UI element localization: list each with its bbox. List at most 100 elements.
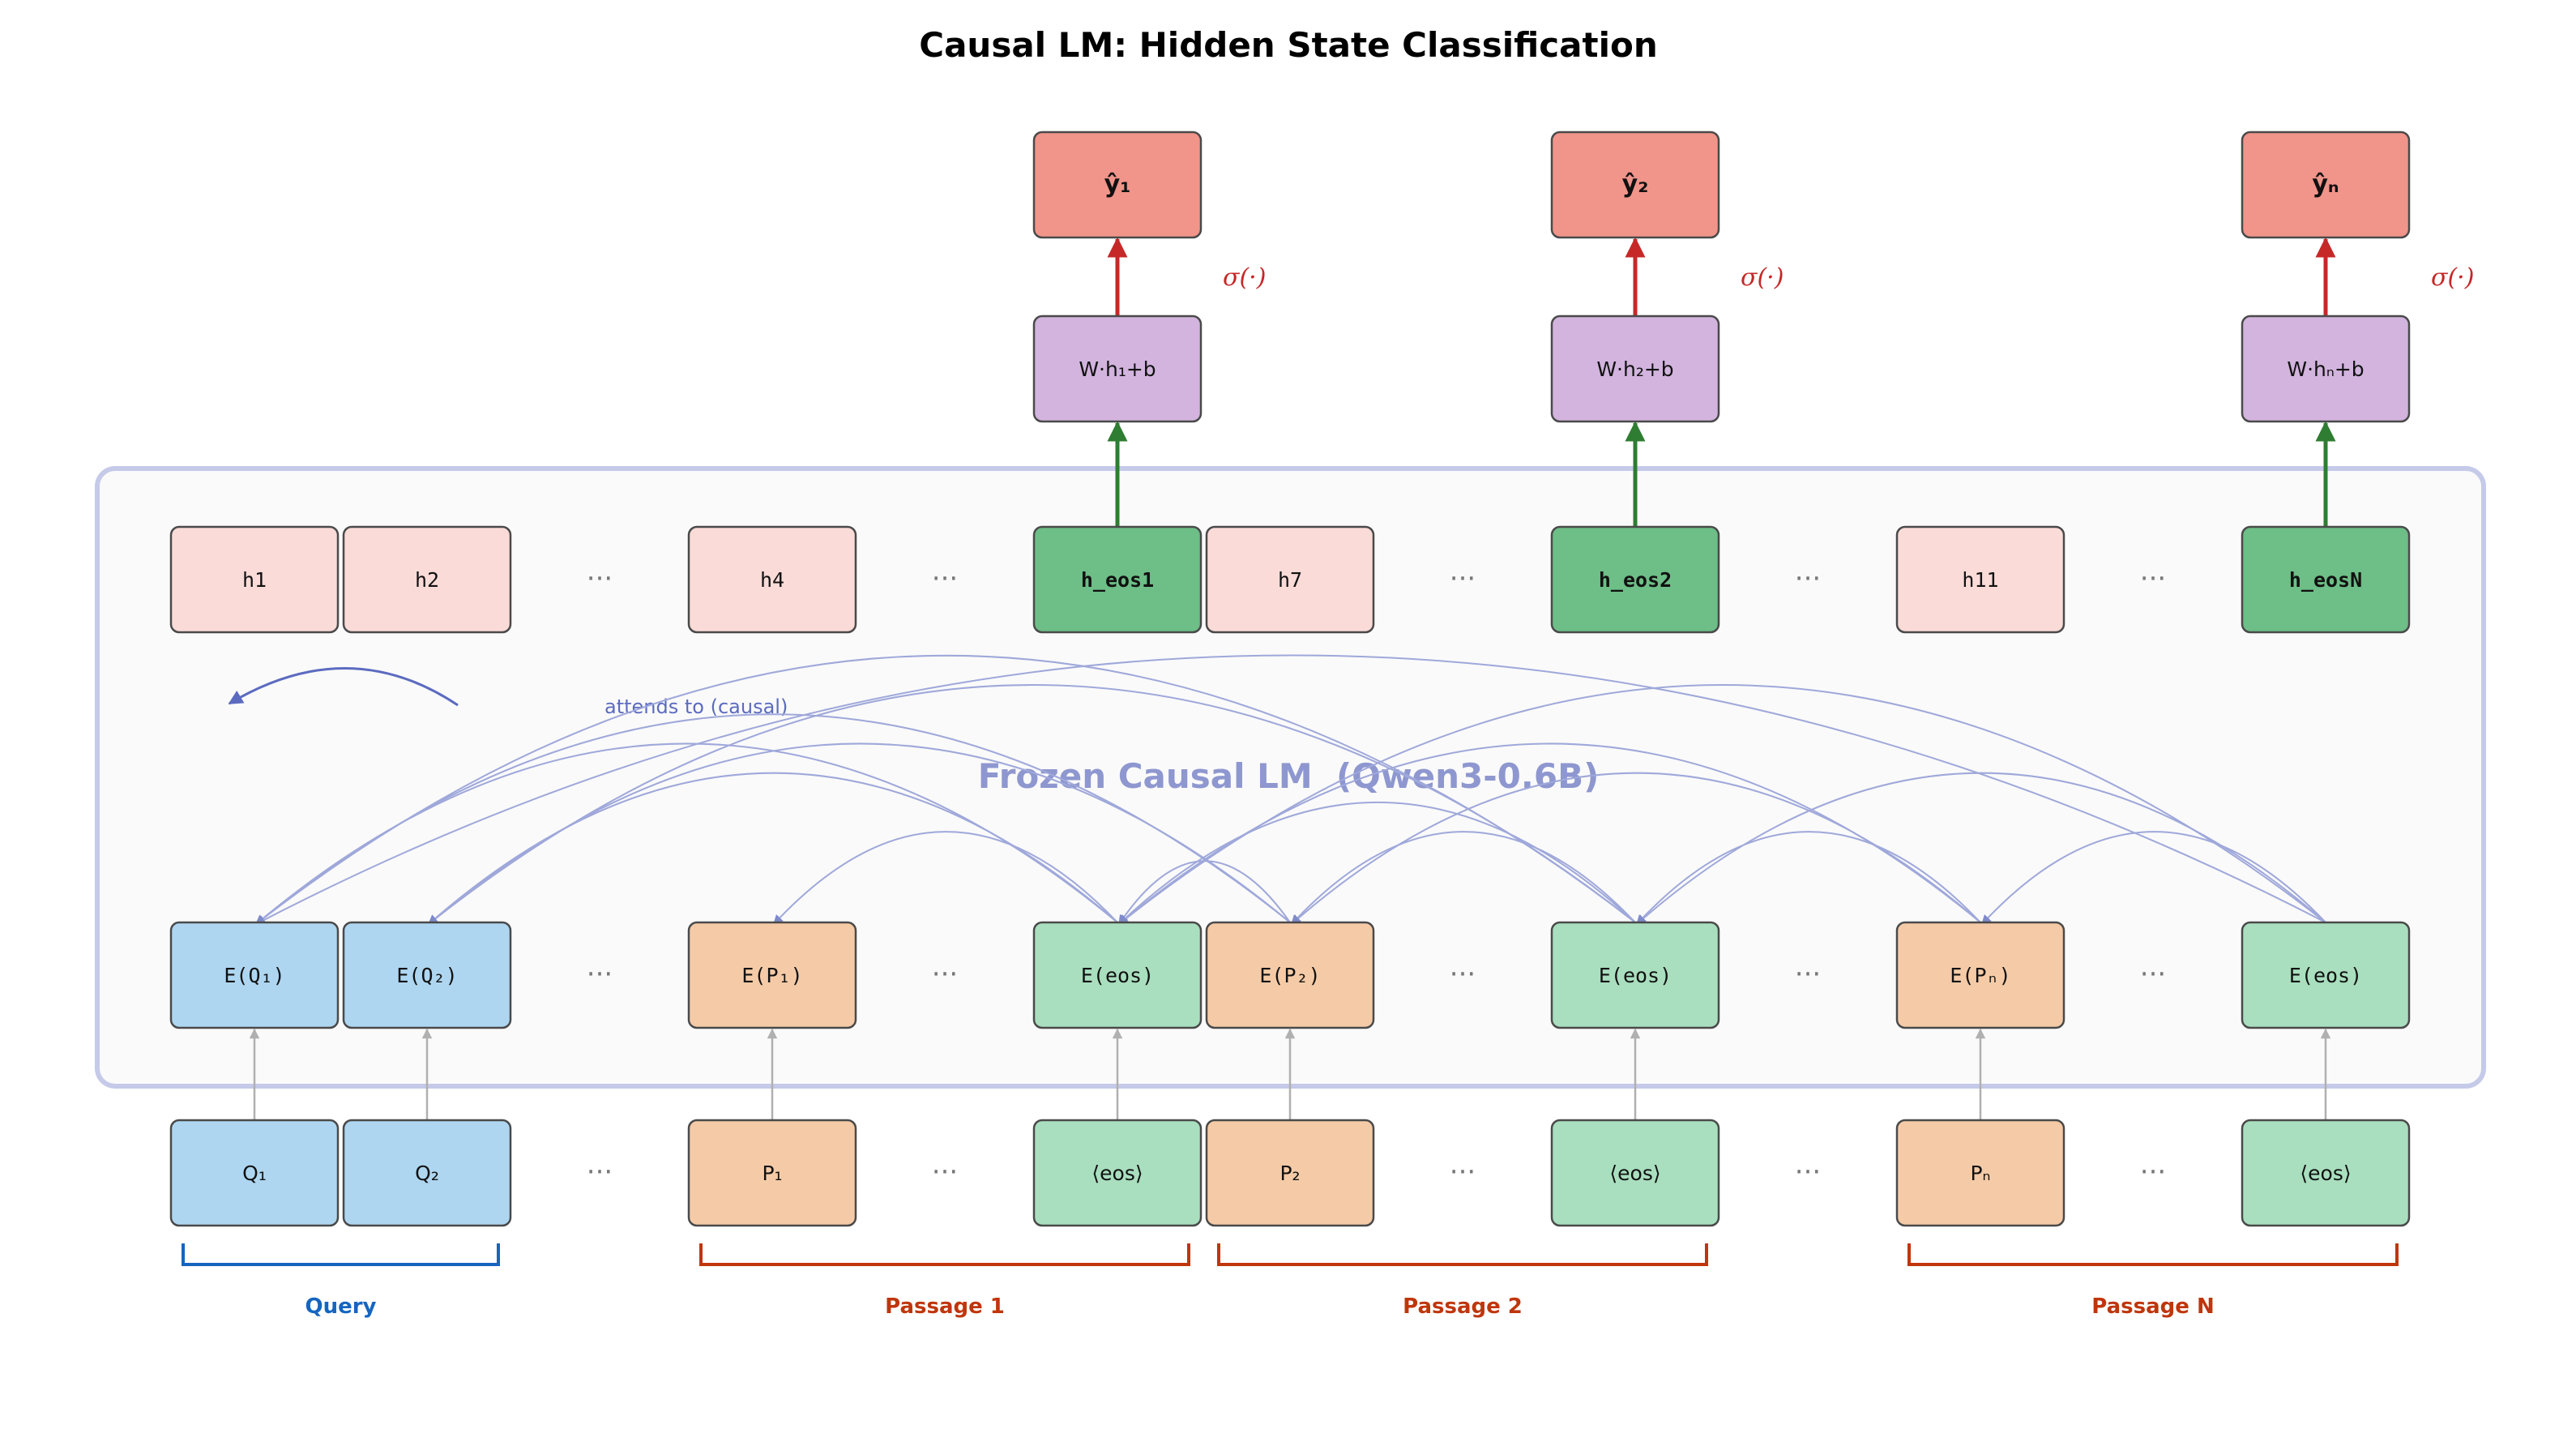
linear-head-12: W·hₙ+b (2241, 315, 2411, 423)
hidden-state-h1-label: h1 (242, 568, 267, 592)
output-prob-8-label: ŷ₂ (1622, 170, 1649, 199)
ellipsis-input: ··· (932, 1156, 958, 1188)
embedding-3-label: E(P₁) (741, 964, 802, 987)
hidden-state-h-eos1: h_eos1 (1032, 525, 1203, 634)
ellipsis-embed: ··· (587, 958, 613, 991)
input-token-1: Q₂ (342, 1119, 512, 1227)
attends-to-arrow (228, 667, 459, 707)
embedding-6-label: E(P₂) (1259, 964, 1320, 987)
embedding-12-label: E(eos) (2289, 964, 2362, 987)
group-brackets: Query Passage 1 Passage 2 Passage N (182, 1243, 2399, 1319)
embedding-0: E(Q₁) (169, 921, 340, 1029)
input-token-0: Q₁ (169, 1119, 340, 1227)
input-token-5-label: ⟨eos⟩ (1091, 1162, 1143, 1185)
ellipsis-embed: ··· (1450, 958, 1476, 991)
attention-arc (1118, 802, 1636, 925)
hidden-state-h2: h2 (342, 525, 512, 634)
input-token-6-label: P₂ (1279, 1162, 1300, 1185)
ellipsis-input: ··· (1795, 1156, 1821, 1188)
group-label: Passage 2 (1403, 1294, 1523, 1319)
ellipsis-embed: ··· (1795, 958, 1821, 991)
linear-head-5: W·h₁+b (1032, 315, 1203, 423)
embedding-10: E(Pₙ) (1895, 921, 2065, 1029)
hidden-state-h7: h7 (1205, 525, 1375, 634)
group-bracket (182, 1243, 500, 1266)
input-token-8-label: ⟨eos⟩ (1609, 1162, 1660, 1185)
embedding-1: E(Q₂) (342, 921, 512, 1029)
hidden-state-h1: h1 (169, 525, 340, 634)
group-label: Passage 1 (885, 1294, 1005, 1319)
attention-arc (1636, 831, 1981, 925)
embedding-10-label: E(Pₙ) (1950, 964, 2010, 987)
attention-arc (255, 654, 1636, 925)
hidden-state-h11-label: h11 (1962, 568, 1998, 592)
ellipsis-embed: ··· (932, 958, 958, 991)
group-query: Query (182, 1243, 500, 1319)
attention-arc (1118, 684, 2326, 925)
input-token-10-label: Pₙ (1970, 1162, 1990, 1185)
group-passage-n: Passage N (1907, 1243, 2399, 1319)
ellipsis-input: ··· (587, 1156, 613, 1188)
embedding-1-label: E(Q₂) (396, 964, 457, 987)
attention-arc (428, 684, 1636, 925)
hidden-state-h11: h11 (1895, 525, 2065, 634)
input-token-0-label: Q₁ (242, 1162, 267, 1185)
attention-arc (1291, 831, 1636, 925)
group-bracket (1907, 1243, 2399, 1266)
linear-head-5-label: W·h₁+b (1079, 357, 1156, 381)
ellipsis-hidden: ··· (587, 563, 613, 595)
embedding-5: E(eos) (1032, 921, 1203, 1029)
attention-arc (254, 654, 2326, 925)
input-token-1-label: Q₂ (415, 1162, 439, 1185)
output-prob-5: ŷ₁ (1032, 131, 1203, 239)
embedding-5-label: E(eos) (1081, 964, 1154, 987)
hidden-state-h4: h4 (687, 525, 857, 634)
ellipsis-input: ··· (2140, 1156, 2166, 1188)
hidden-state-h-eosn-label: h_eosN (2289, 568, 2362, 592)
input-token-10: Pₙ (1895, 1119, 2065, 1227)
embedding-3: E(P₁) (687, 921, 857, 1029)
embedding-0-label: E(Q₁) (224, 964, 284, 987)
frozen-lm-label: Frozen Causal LM (Qwen3-0.6B) (978, 756, 1600, 796)
output-prob-8: ŷ₂ (1550, 131, 1720, 239)
hidden-state-h4-label: h4 (760, 568, 784, 592)
sigmoid-label: σ(·) (1223, 263, 1266, 292)
linear-head-8-label: W·h₂+b (1596, 357, 1673, 381)
hidden-state-h-eos2: h_eos2 (1550, 525, 1720, 634)
input-token-8: ⟨eos⟩ (1550, 1119, 1720, 1227)
hidden-state-h7-label: h7 (1278, 568, 1302, 592)
embedding-6: E(P₂) (1205, 921, 1375, 1029)
hidden-state-h-eosn: h_eosN (2241, 525, 2411, 634)
group-bracket (1217, 1243, 1708, 1266)
ellipsis-input: ··· (1450, 1156, 1476, 1188)
group-passage-2: Passage 2 (1217, 1243, 1708, 1319)
embedding-8: E(eos) (1550, 921, 1720, 1029)
linear-head-12-label: W·hₙ+b (2287, 357, 2364, 381)
ellipsis-hidden: ··· (1795, 563, 1821, 595)
hidden-state-h-eos2-label: h_eos2 (1599, 568, 1672, 592)
group-label: Passage N (2091, 1294, 2214, 1319)
output-prob-12-label: ŷₙ (2312, 170, 2339, 199)
sigmoid-label: σ(·) (2431, 263, 2474, 292)
embedding-12: E(eos) (2241, 921, 2411, 1029)
input-token-5: ⟨eos⟩ (1032, 1119, 1203, 1227)
input-token-12-label: ⟨eos⟩ (2300, 1162, 2351, 1185)
hidden-state-h2-label: h2 (415, 568, 439, 592)
input-token-3: P₁ (687, 1119, 857, 1227)
embedding-8-label: E(eos) (1599, 964, 1672, 987)
attention-arc (773, 831, 1118, 925)
ellipsis-hidden: ··· (932, 563, 958, 595)
input-token-12: ⟨eos⟩ (2241, 1119, 2411, 1227)
output-prob-12: ŷₙ (2241, 131, 2411, 239)
group-bracket (699, 1243, 1190, 1266)
hidden-state-h-eos1-label: h_eos1 (1081, 568, 1154, 592)
input-token-6: P₂ (1205, 1119, 1375, 1227)
output-prob-5-label: ŷ₁ (1104, 170, 1131, 199)
flow-arrows: σ(·) σ(·) σ(·) (249, 237, 2474, 1120)
sigmoid-label: σ(·) (1741, 263, 1784, 292)
group-label: Query (305, 1294, 376, 1319)
group-passage-1: Passage 1 (699, 1243, 1190, 1319)
attention-arc (1981, 831, 2326, 925)
